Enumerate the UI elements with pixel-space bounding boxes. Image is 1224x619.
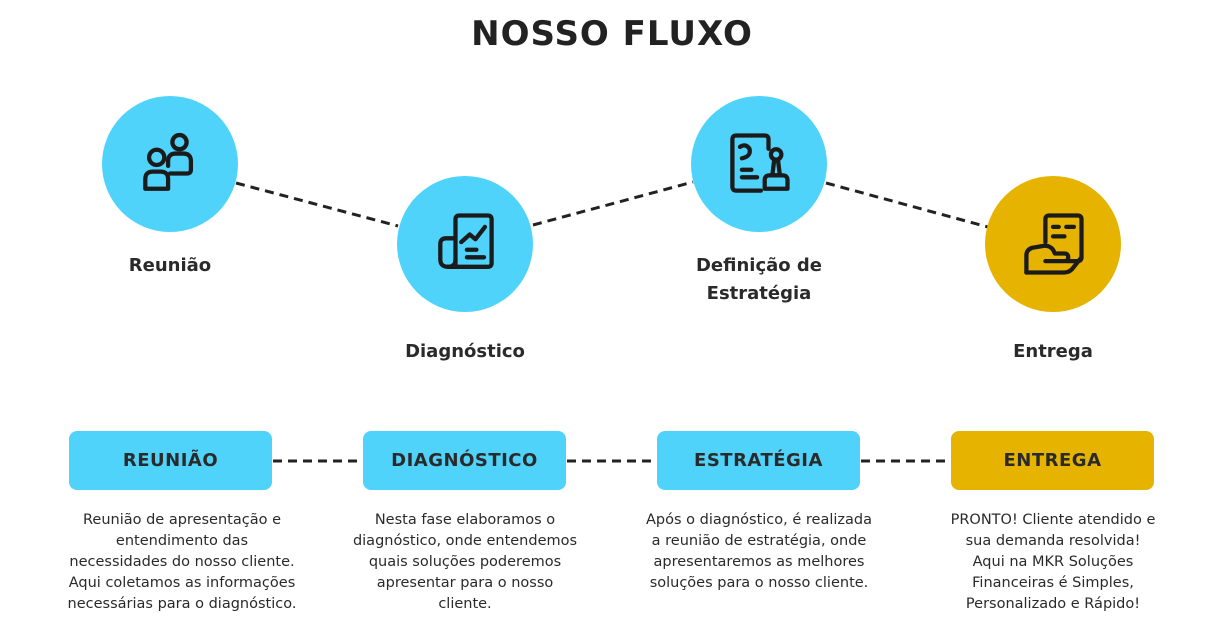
card-description-diagnostico: Nesta fase elaboramos o diagnóstico, ond… bbox=[352, 512, 578, 612]
card-title-estrategia: ESTRATÉGIA bbox=[657, 431, 860, 490]
step-circle-estrategia bbox=[691, 96, 827, 232]
hand-document-icon bbox=[1024, 213, 1084, 275]
step-circle-reuniao bbox=[102, 96, 238, 232]
connector-estrategia-entrega bbox=[825, 181, 989, 229]
card-title-diagnostico: DIAGNÓSTICO bbox=[363, 431, 566, 490]
card-title-reuniao: REUNIÃO bbox=[69, 431, 272, 490]
card-description-estrategia: Após o diagnóstico, é realizada a reuniã… bbox=[646, 512, 872, 591]
step-label-entrega: Entrega bbox=[1013, 341, 1093, 362]
step-label-estrategia: Definição de Estratégia bbox=[695, 255, 823, 304]
card-title-entrega: ENTREGA bbox=[951, 431, 1154, 490]
connector-reuniao-diagnostico bbox=[235, 181, 399, 228]
document-stamp-icon bbox=[730, 133, 790, 193]
card-description-entrega: PRONTO! Cliente atendido e sua demanda r… bbox=[950, 512, 1156, 612]
page-title: NOSSO FLUXO bbox=[471, 14, 753, 54]
step-circle-entrega bbox=[985, 176, 1121, 312]
connector-diagnostico-estrategia bbox=[532, 180, 694, 227]
step-label-reuniao: Reunião bbox=[128, 255, 212, 276]
card-description-reuniao: Reunião de apresentação e entendimento d… bbox=[67, 512, 297, 612]
meeting-people-icon bbox=[143, 132, 194, 191]
step-label-diagnostico: Diagnóstico bbox=[405, 341, 525, 362]
analysis-chart-icon bbox=[438, 213, 494, 269]
step-circle-diagnostico bbox=[397, 176, 533, 312]
